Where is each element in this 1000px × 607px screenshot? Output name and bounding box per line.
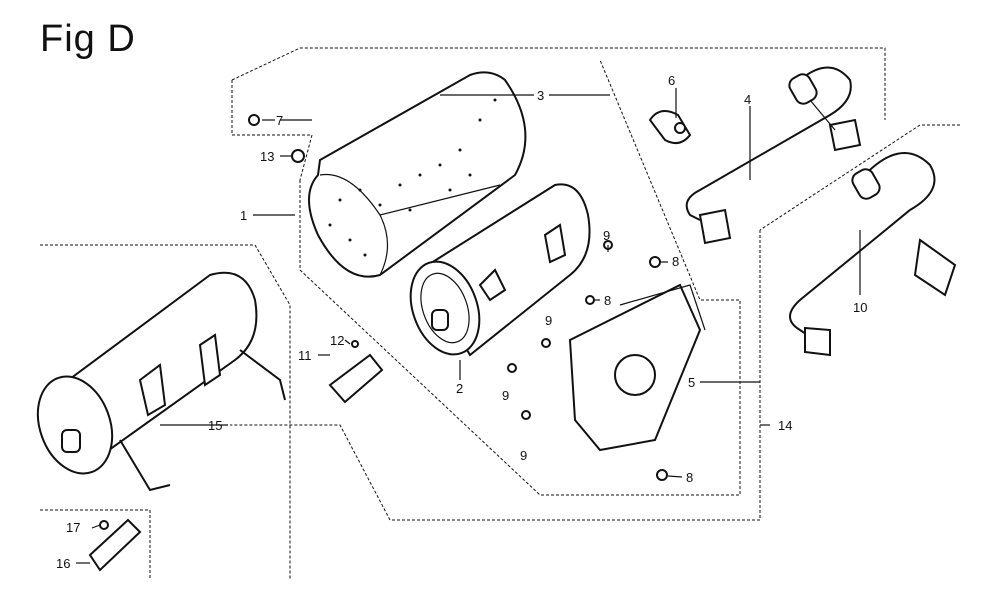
muffler-alternate bbox=[36, 271, 286, 492]
callout-14: 14 bbox=[778, 418, 792, 433]
callout-16: 16 bbox=[56, 556, 70, 571]
callout-6: 6 bbox=[668, 73, 675, 88]
callout-17: 17 bbox=[66, 520, 80, 535]
callout-9-b: 9 bbox=[545, 313, 552, 328]
exhaust-pipe-upper bbox=[685, 66, 862, 245]
callout-1: 1 bbox=[240, 208, 247, 223]
callout-9-d: 9 bbox=[520, 448, 527, 463]
pipe-clamp bbox=[648, 110, 692, 145]
heat-shield bbox=[308, 71, 527, 278]
leader-lines bbox=[76, 88, 861, 564]
callout-11: 11 bbox=[298, 348, 312, 363]
callout-8-top: 8 bbox=[672, 254, 679, 269]
callout-9-c: 9 bbox=[502, 388, 509, 403]
callout-10: 10 bbox=[853, 300, 867, 315]
muffler-main bbox=[409, 183, 591, 357]
callout-4: 4 bbox=[744, 92, 751, 107]
group-boundary-lines bbox=[40, 47, 960, 580]
callout-2: 2 bbox=[456, 381, 463, 396]
muffler-bracket bbox=[568, 283, 706, 452]
callout-labels: 1 2 3 4 5 6 7 8 8 8 9 9 9 9 10 11 12 13 … bbox=[56, 73, 867, 571]
callout-15: 15 bbox=[208, 418, 222, 433]
figure-title: Fig D bbox=[40, 18, 136, 60]
callout-12: 12 bbox=[330, 333, 344, 348]
callout-7: 7 bbox=[276, 113, 283, 128]
callout-8-bottom: 8 bbox=[686, 470, 693, 485]
tail-pipe bbox=[88, 518, 142, 572]
callout-5: 5 bbox=[688, 375, 695, 390]
callout-8-mid: 8 bbox=[604, 293, 611, 308]
spark-arrester bbox=[328, 353, 384, 404]
callout-3: 3 bbox=[537, 88, 544, 103]
fasteners bbox=[99, 114, 668, 530]
callout-13: 13 bbox=[260, 149, 274, 164]
exhaust-pipe-lower bbox=[789, 152, 957, 357]
callout-9-a: 9 bbox=[603, 228, 610, 243]
